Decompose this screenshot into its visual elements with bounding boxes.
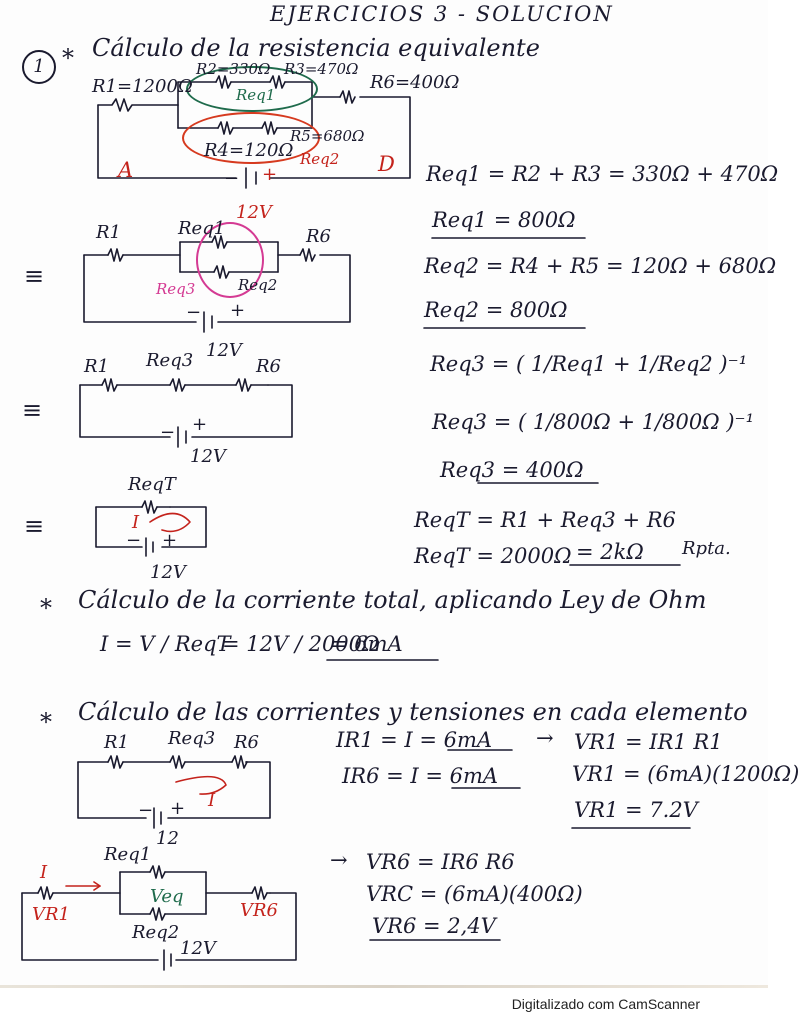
circuit1-req2-label: Req2 xyxy=(300,150,340,168)
eq-reqt-result: ReqT = 2000Ω xyxy=(414,544,572,568)
circuit5-minus: − xyxy=(138,800,154,821)
circuit2-req2-label: Req2 xyxy=(238,276,278,294)
circuit3-r6-label: R6 xyxy=(256,356,282,377)
ohm-formula: I = V / ReqT xyxy=(100,632,231,656)
circuit2-plus: + xyxy=(230,300,246,321)
eq-req1-sum: Req1 = R2 + R3 = 330Ω + 470Ω xyxy=(426,162,779,186)
node-d-label: D xyxy=(378,152,395,176)
circuit5-plus: + xyxy=(170,798,186,819)
section-heading-element-values: Cálculo de las corrientes y tensiones en… xyxy=(78,698,748,726)
eq-vr1-substitution: VR1 = (6mA)(1200Ω) xyxy=(572,762,799,786)
circuit5-req3-label: Req3 xyxy=(168,728,216,749)
req2-highlight xyxy=(182,112,320,164)
req3-highlight xyxy=(196,222,264,298)
circuit-3-wires xyxy=(79,378,293,448)
result-underlines xyxy=(326,237,691,941)
eq-arrow-2: → xyxy=(330,848,348,872)
circuit1-req1-label: Req1 xyxy=(236,86,276,104)
eq-vr6-substitution: VRC = (6mA)(400Ω) xyxy=(366,882,583,906)
circuit6-current-label: I xyxy=(40,862,48,883)
problem-number: 1 xyxy=(22,50,56,84)
circuit3-minus: − xyxy=(160,422,176,443)
eq-reqt-note: Rpta. xyxy=(682,538,731,559)
circuit-5-wires xyxy=(77,755,271,829)
eq-ir6: IR6 = I = 6mA xyxy=(342,764,499,788)
section-bullet-1: * xyxy=(62,44,74,72)
eq-vr1-result: VR1 = 7.2V xyxy=(574,798,698,822)
current-arrows xyxy=(65,512,227,891)
eq-req3-formula: Req3 = ( 1/Req1 + 1/Req2 )⁻¹ xyxy=(430,352,748,376)
circuit4-current-label: I xyxy=(132,512,140,533)
eq-ir1: IR1 = I = 6mA xyxy=(336,728,493,752)
circuit2-r1-label: R1 xyxy=(96,222,122,243)
eq-vr1-formula: VR1 = IR1 R1 xyxy=(574,730,723,754)
section-bullet-2: * xyxy=(40,594,52,622)
section-bullet-3: * xyxy=(40,708,52,736)
circuit5-r6-label: R6 xyxy=(234,732,260,753)
scanner-watermark: Digitalizado com CamScanner xyxy=(511,996,700,1012)
circuit3-req3-label: Req3 xyxy=(146,350,194,371)
eq-vr6-formula: VR6 = IR6 R6 xyxy=(366,850,515,874)
equivalence-sign-4: ≡ xyxy=(24,512,45,540)
circuit1-r1-label: R1=1200Ω xyxy=(92,76,193,97)
circuit6-veq-label: Veq xyxy=(150,886,184,907)
circuit2-req3-label: Req3 xyxy=(156,280,196,298)
ohm-result: = 6mA xyxy=(330,632,403,656)
page-edge xyxy=(0,985,768,988)
section-heading-total-current: Cálculo de la corriente total, aplicando… xyxy=(78,586,707,614)
circuit1-r4-label: R4=120Ω xyxy=(204,140,294,161)
eq-req2-sum: Req2 = R4 + R5 = 120Ω + 680Ω xyxy=(424,254,777,278)
eq-req2-result: Req2 = 800Ω xyxy=(424,298,568,322)
eq-req3-result: Req3 = 400Ω xyxy=(440,458,584,482)
circuit5-source-label: 12 xyxy=(156,828,179,849)
circuit-4-wires xyxy=(95,500,207,557)
circuit4-reqt-label: ReqT xyxy=(128,474,176,495)
circuit2-minus: − xyxy=(186,302,202,323)
circuit6-source-label: 12V xyxy=(180,938,216,959)
circuit4-minus: − xyxy=(126,530,142,551)
circuit6-req2-label: Req2 xyxy=(132,922,180,943)
circuit6-vr1-label: VR1 xyxy=(32,904,71,925)
scanner-footer: Digitalizado com CamScanner xyxy=(0,988,768,1024)
node-a-label: A xyxy=(118,158,134,182)
circuit1-source-label: 12V xyxy=(236,202,272,223)
circuit5-r1-label: R1 xyxy=(104,732,130,753)
circuit4-source-label: 12V xyxy=(150,562,186,583)
section-heading-equivalent: Cálculo de la resistencia equivalente xyxy=(92,34,540,62)
circuit3-plus: + xyxy=(192,414,208,435)
circuit1-minus: − xyxy=(224,168,240,189)
eq-vr6-result: VR6 = 2,4V xyxy=(372,914,496,938)
circuit3-source-label: 12V xyxy=(190,446,226,467)
circuit2-source-label: 12V xyxy=(206,340,242,361)
circuit4-plus: + xyxy=(162,530,178,551)
equivalence-sign-2: ≡ xyxy=(24,262,45,290)
equivalence-sign-3: ≡ xyxy=(22,396,43,424)
circuit3-r1-label: R1 xyxy=(84,356,110,377)
circuit1-r6-label: R6=400Ω xyxy=(370,72,460,93)
circuit1-plus: + xyxy=(262,164,278,185)
circuit6-req1-label: Req1 xyxy=(104,844,152,865)
eq-reqt-formula: ReqT = R1 + Req3 + R6 xyxy=(414,508,676,532)
page-title: EJERCICIOS 3 - SOLUCION xyxy=(270,2,614,26)
circuit2-r6-label: R6 xyxy=(306,226,332,247)
circuit-6-wires xyxy=(21,865,297,971)
eq-arrow-1: → xyxy=(536,726,554,750)
circuit2-req1-label: Req1 xyxy=(178,218,226,239)
ohm-substitution: = 12V / 2000Ω xyxy=(222,632,380,656)
circuit1-r5-label: R5=680Ω xyxy=(290,127,365,145)
eq-req1-result: Req1 = 800Ω xyxy=(432,208,576,232)
circuit1-r3-label: R3=470Ω xyxy=(284,60,359,78)
circuit1-r2-label: R2=330Ω xyxy=(196,60,271,78)
eq-reqt-kohm: = 2kΩ xyxy=(576,540,644,564)
eq-req3-substitution: Req3 = ( 1/800Ω + 1/800Ω )⁻¹ xyxy=(432,410,755,434)
circuit6-vr6-label: VR6 xyxy=(240,900,279,921)
req1-highlight xyxy=(186,66,318,112)
circuit5-current-label: I xyxy=(208,790,216,811)
